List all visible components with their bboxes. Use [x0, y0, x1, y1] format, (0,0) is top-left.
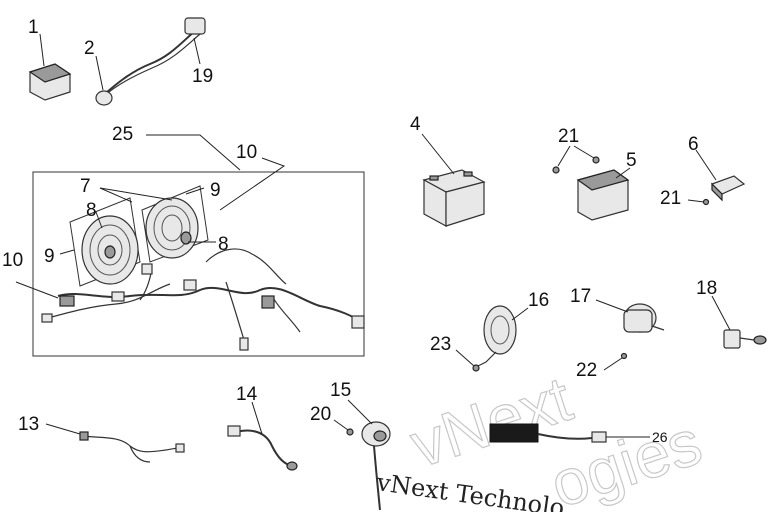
part-26-connector-lead: [489, 423, 650, 443]
part-1-relay: [28, 33, 72, 101]
watermark-caption: vNext Technolo: [374, 468, 566, 512]
callout-10-left: 10: [2, 250, 23, 271]
part-6-relay-clip: [687, 149, 746, 206]
part-17-flasher: [595, 299, 665, 371]
callout-8-left: 8: [86, 200, 97, 221]
part-25-headlight-assembly-frame: [15, 134, 365, 357]
callout-17: 17: [570, 286, 591, 307]
part-10-wiring-harness: [41, 248, 365, 351]
part-7-headlight-left: [69, 197, 141, 287]
callout-7: 7: [80, 176, 91, 197]
part-2-sensor-cable: [95, 17, 206, 106]
headlight-leaders: [59, 187, 216, 255]
callout-20: 20: [310, 404, 331, 425]
callout-5: 5: [626, 150, 637, 171]
callout-16: 16: [528, 290, 549, 311]
callout-1: 1: [28, 17, 39, 38]
callout-15: 15: [330, 380, 351, 401]
callout-8-right: 8: [218, 234, 229, 255]
callout-14: 14: [236, 384, 258, 405]
callout-21-top: 21: [558, 126, 579, 147]
part-18-switch: [711, 295, 767, 349]
part-7-headlight-right: [141, 185, 209, 263]
callout-4: 4: [410, 114, 421, 135]
callout-19: 19: [192, 66, 213, 87]
callout-21-right: 21: [660, 188, 681, 209]
callout-9-left: 9: [44, 246, 55, 267]
callout-25: 25: [112, 124, 133, 145]
callout-10-top: 10: [236, 142, 257, 163]
part-15-ignition-switch: [333, 399, 391, 511]
callout-26: 26: [652, 429, 668, 445]
callout-2: 2: [84, 38, 95, 59]
part-4-battery: [421, 133, 486, 228]
callout-23: 23: [430, 334, 451, 355]
part-5-bracket: [552, 145, 631, 221]
callout-9-right: 9: [210, 180, 221, 201]
callout-18: 18: [696, 278, 717, 299]
part-13-cable: [45, 423, 185, 463]
part-16-horn: [455, 305, 529, 372]
callout-13: 13: [18, 414, 39, 435]
part-14-sensor-lead: [227, 401, 298, 471]
callout-6: 6: [688, 134, 699, 155]
callout-22: 22: [576, 360, 597, 381]
